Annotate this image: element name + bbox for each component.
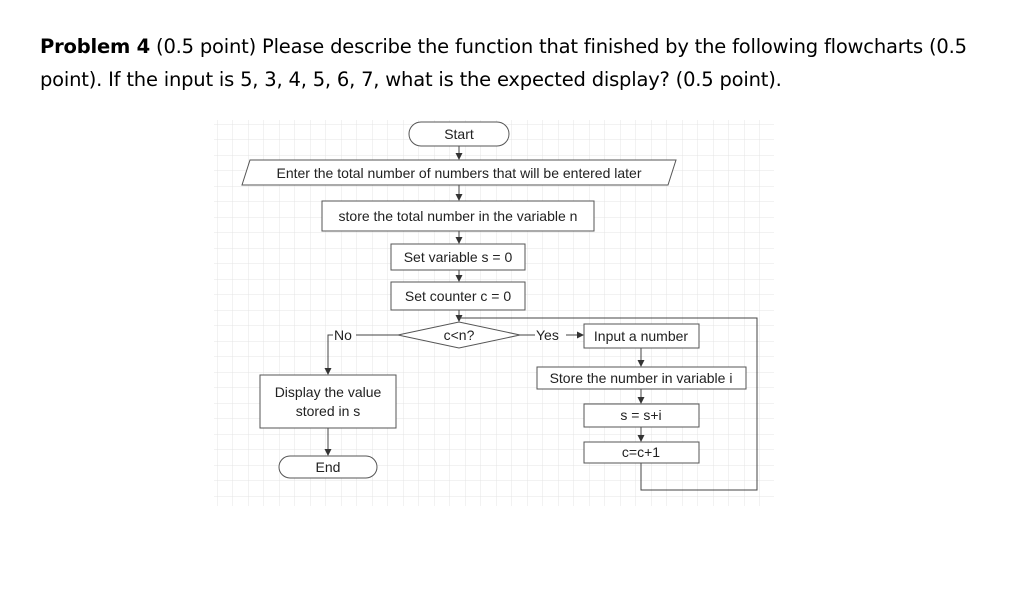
start-label: Start	[444, 126, 474, 142]
enter-total-input: Enter the total number of numbers that w…	[241, 159, 677, 186]
increment-label: c=c+1	[622, 444, 660, 460]
no-label: No	[334, 327, 352, 343]
display-process: Display the value stored in s	[259, 374, 397, 429]
input-number-process: Input a number	[583, 323, 700, 349]
display-label-line2: stored in s	[296, 403, 361, 419]
problem-statement: Problem 4 (0.5 point) Please describe th…	[40, 30, 990, 96]
start-terminator: Start	[408, 121, 510, 147]
enter-total-label: Enter the total number of numbers that w…	[277, 165, 642, 181]
store-total-process: store the total number in the variable n	[321, 200, 595, 232]
store-total-label: store the total number in the variable n	[339, 208, 578, 224]
set-s-process: Set variable s = 0	[390, 243, 526, 271]
problem-text: (0.5 point) Please describe the function…	[40, 35, 967, 91]
end-label: End	[316, 459, 341, 475]
set-c-process: Set counter c = 0	[390, 281, 526, 311]
set-s-label: Set variable s = 0	[404, 249, 513, 265]
decision-label: c<n?	[444, 327, 475, 343]
decision-diamond: c<n?	[397, 321, 521, 349]
end-terminator: End	[278, 455, 378, 479]
store-number-process: Store the number in variable i	[536, 366, 747, 390]
connectors	[324, 146, 758, 491]
input-number-label: Input a number	[594, 328, 689, 344]
display-label-line1: Display the value	[275, 384, 382, 400]
set-c-label: Set counter c = 0	[405, 288, 511, 304]
problem-number: Problem 4	[40, 35, 151, 58]
increment-process: c=c+1	[583, 441, 700, 464]
add-label: s = s+i	[620, 407, 661, 423]
add-process: s = s+i	[583, 403, 700, 428]
store-number-label: Store the number in variable i	[550, 370, 733, 386]
yes-label: Yes	[536, 327, 559, 343]
